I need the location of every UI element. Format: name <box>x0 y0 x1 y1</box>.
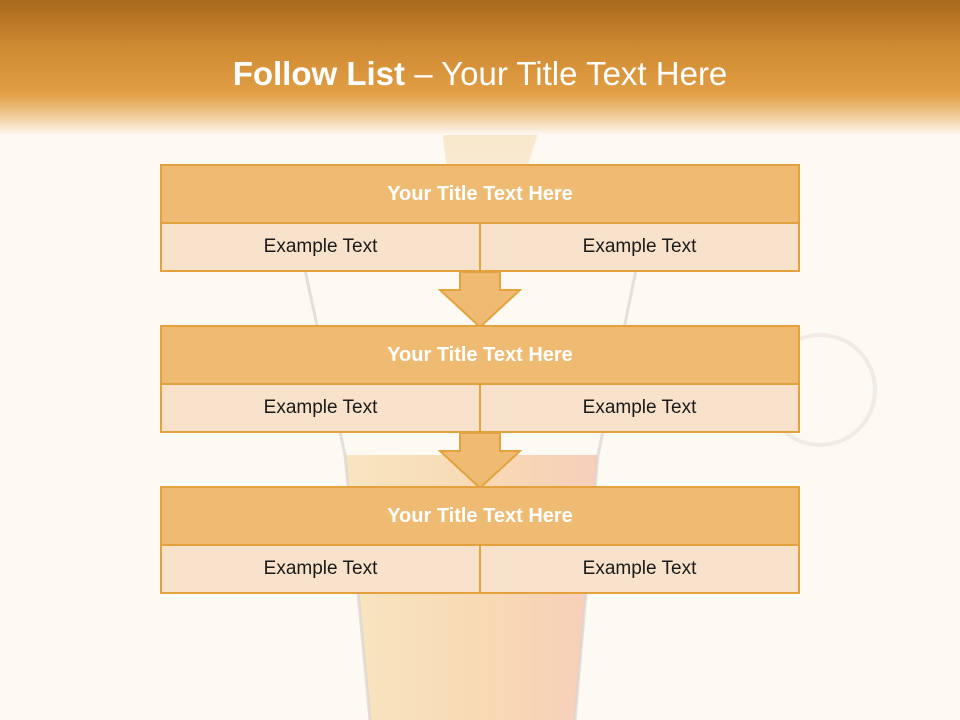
block-cell-right[interactable]: Example Text <box>479 546 798 592</box>
block-cell-right[interactable]: Example Text <box>479 385 798 431</box>
block-title[interactable]: Your Title Text Here <box>162 327 798 385</box>
block-cell-left[interactable]: Example Text <box>263 236 378 257</box>
list-block-2: Your Title Text Here Example Text Exampl… <box>160 325 800 433</box>
block-cell-left[interactable]: Example Text <box>263 397 378 418</box>
block-cell-left[interactable]: Example Text <box>263 558 378 579</box>
block-title[interactable]: Your Title Text Here <box>162 166 798 224</box>
block-title[interactable]: Your Title Text Here <box>162 488 798 546</box>
down-arrow-icon <box>438 432 522 490</box>
down-arrow-icon <box>438 271 522 329</box>
block-row: Example Text Example Text <box>162 385 798 431</box>
list-block-3: Your Title Text Here Example Text Exampl… <box>160 486 800 594</box>
block-row: Example Text Example Text <box>162 546 798 592</box>
list-block-1: Your Title Text Here Example Text Exampl… <box>160 164 800 272</box>
slide-title-bold: Follow List <box>232 55 406 92</box>
slide-title-rest: – Your Title Text Here <box>405 55 728 92</box>
block-cell-right[interactable]: Example Text <box>479 224 798 270</box>
block-row: Example Text Example Text <box>162 224 798 270</box>
header-band <box>0 0 960 135</box>
slide-title: Follow List – Your Title Text Here <box>0 55 960 93</box>
